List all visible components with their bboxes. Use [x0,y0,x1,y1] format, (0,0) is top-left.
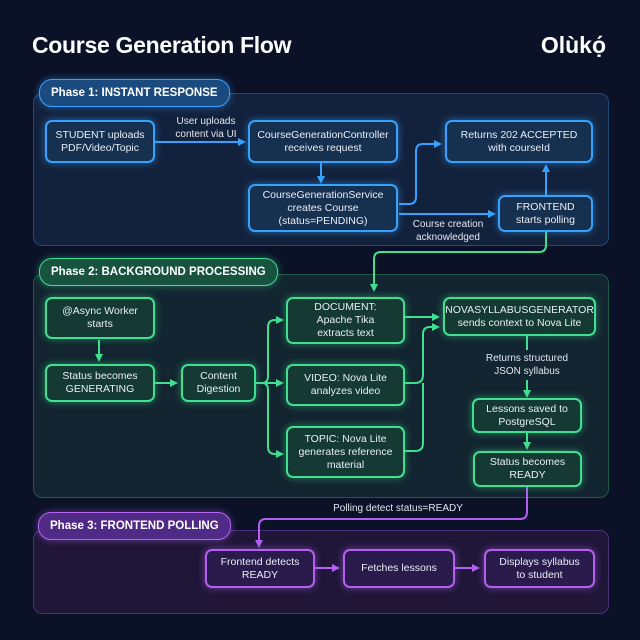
node-course-generation-service: CourseGenerationService creates Course (… [248,184,398,232]
node-content-digestion: Content Digestion [181,364,256,402]
node-student-uploads: STUDENT uploads PDF/Video/Topic [45,120,155,163]
node-returns-202-accepted: Returns 202 ACCEPTED with courseId [445,120,593,163]
node-displays-syllabus: Displays syllabus to student [484,549,595,588]
node-fetches-lessons: Fetches lessons [343,549,455,588]
node-nova-syllabus-generator: NOVASYLLABUSGENERATOR sends context to N… [443,297,596,336]
node-async-worker: @Async Worker starts [45,297,155,339]
edge-label-user-uploads: User uploads content via UI [175,116,237,140]
node-topic-nova-lite: TOPIC: Nova Lite generates reference mat… [286,426,405,478]
node-document-tika: DOCUMENT: Apache Tika extracts text [286,297,405,344]
node-course-generation-controller: CourseGenerationController receives requ… [248,120,398,163]
node-frontend-detects-ready: Frontend detects READY [205,549,315,588]
phase-1-label: Phase 1: INSTANT RESPONSE [39,79,230,107]
phase-2-label: Phase 2: BACKGROUND PROCESSING [39,258,278,286]
node-lessons-saved: Lessons saved to PostgreSQL [472,398,582,433]
edge-label-course-creation-acknowledged: Course creation acknowledged [412,219,484,243]
node-status-ready: Status becomes READY [473,451,582,487]
node-video-nova-lite: VIDEO: Nova Lite analyzes video [286,364,405,406]
edge-label-polling-detect: Polling detect status=READY [333,503,463,514]
node-status-generating: Status becomes GENERATING [45,364,155,402]
phase-3-label: Phase 3: FRONTEND POLLING [38,512,231,540]
diagram-title: Course Generation Flow [32,32,292,58]
edge-label-returns-json: Returns structured JSON syllabus [485,353,569,377]
node-frontend-starts-polling: FRONTEND starts polling [498,195,593,232]
brand-logo: Olùkọ́ [540,32,606,58]
